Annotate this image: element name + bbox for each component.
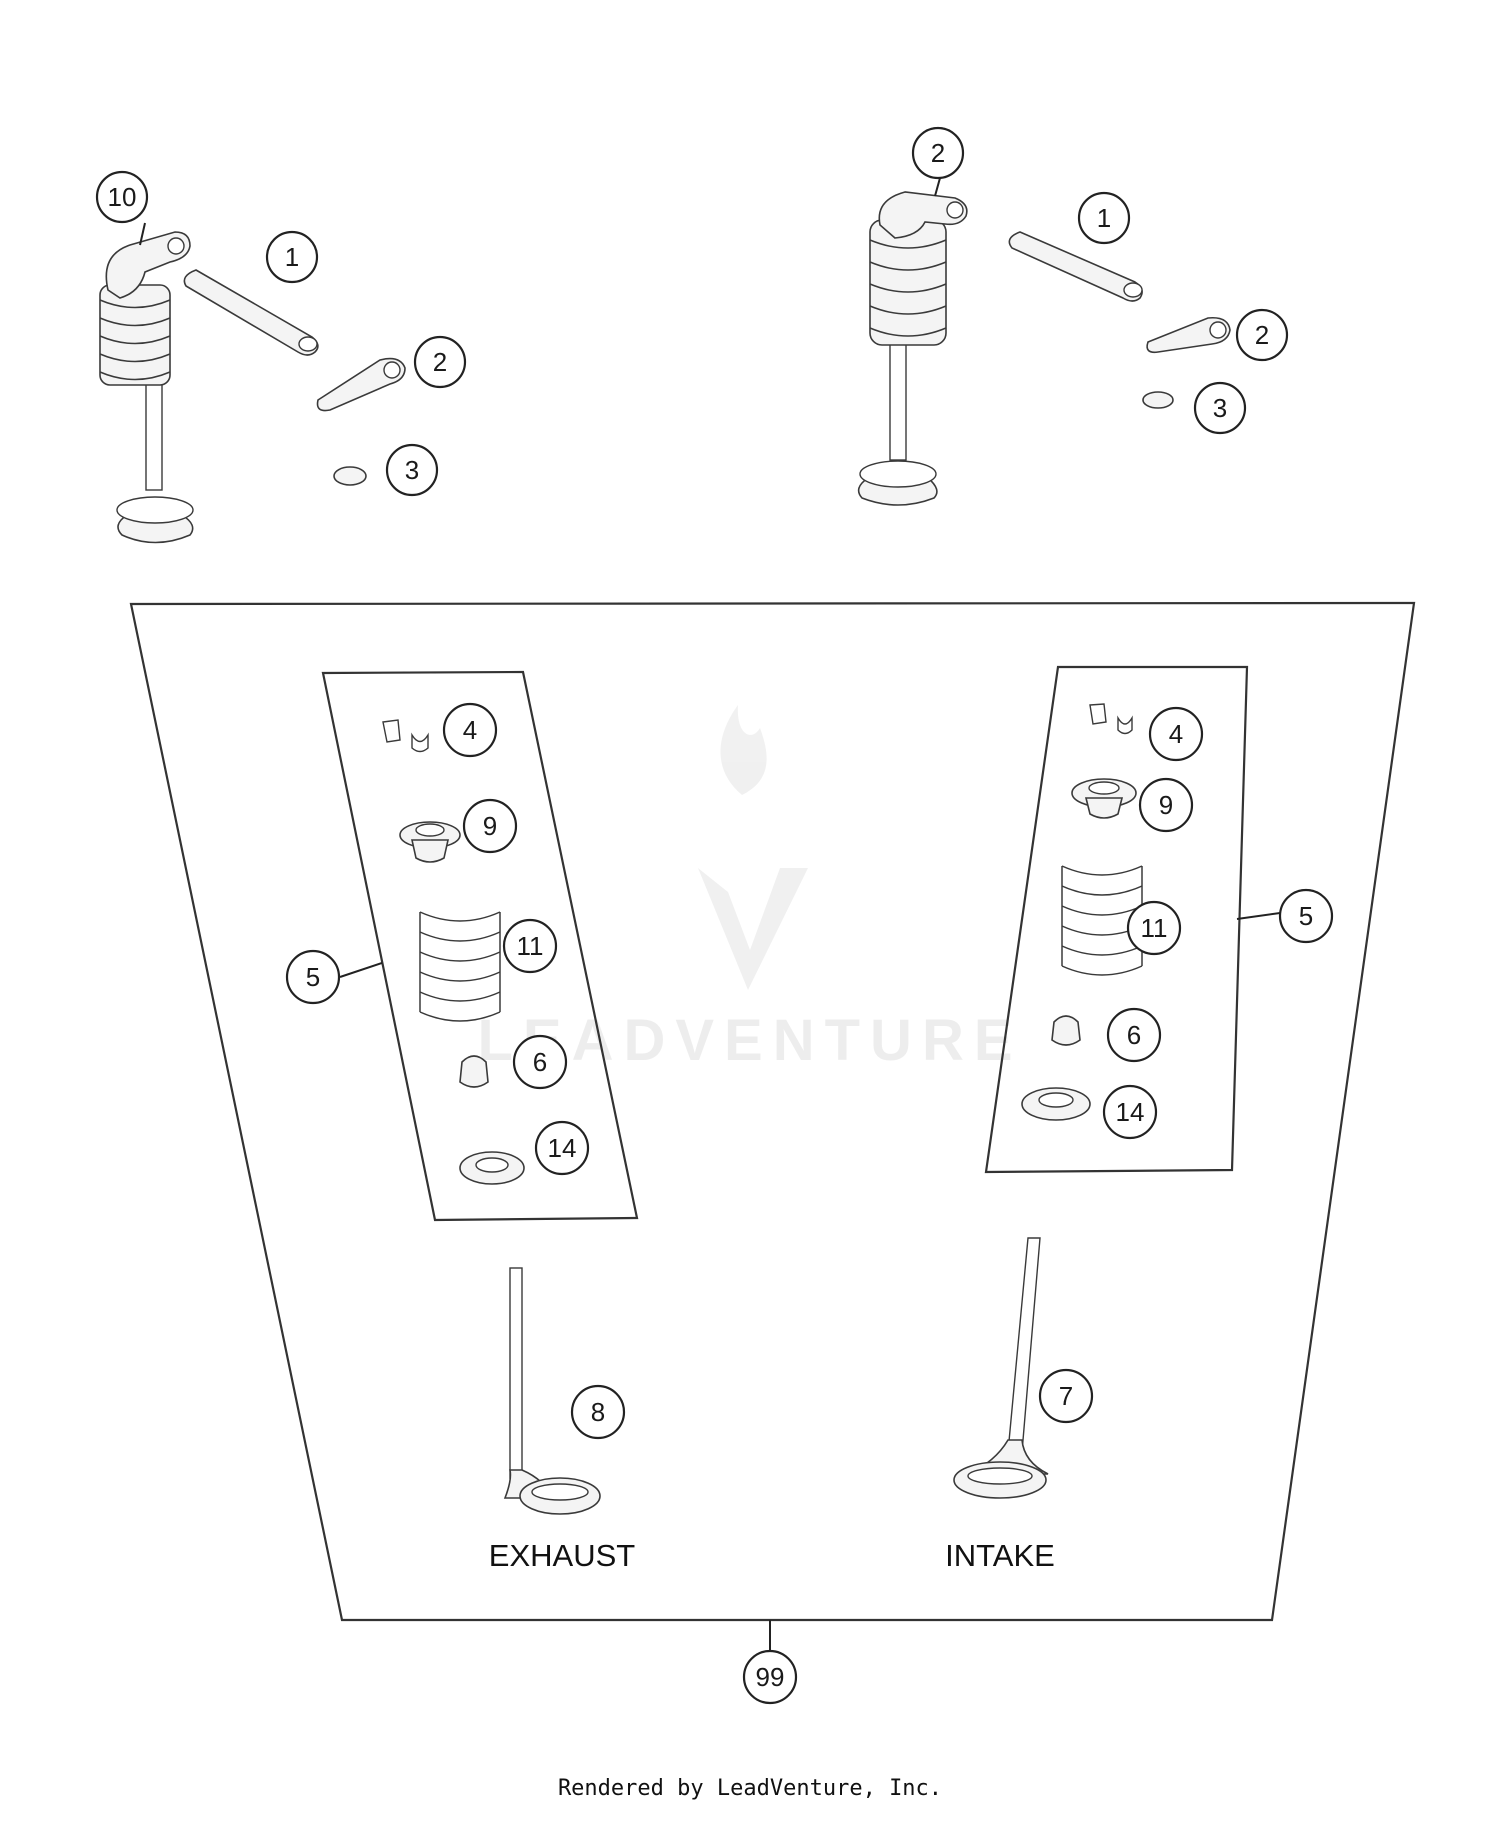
watermark: LEADVENTURE — [477, 705, 1013, 1073]
svg-text:6: 6 — [533, 1047, 547, 1077]
watermark-v-icon — [698, 868, 808, 990]
callout-exhaust-retainer: 9 — [462, 798, 518, 854]
intake-label: INTAKE — [945, 1538, 1055, 1573]
right-rocker-group — [857, 191, 1231, 506]
svg-text:7: 7 — [1059, 1381, 1073, 1411]
callout-left-rocker-arm: 2 — [413, 335, 467, 389]
svg-text:14: 14 — [548, 1133, 577, 1163]
svg-text:10: 10 — [108, 182, 137, 212]
callout-intake-kit: 5 — [1278, 888, 1334, 944]
svg-text:1: 1 — [1097, 203, 1111, 233]
callout-intake-valve: 7 — [1038, 1368, 1094, 1424]
svg-text:4: 4 — [1169, 719, 1183, 749]
svg-text:5: 5 — [1299, 901, 1313, 931]
svg-text:6: 6 — [1127, 1020, 1141, 1050]
callout-left-rocker-shaft: 1 — [265, 230, 319, 284]
callout-right-rocker-shaft: 1 — [1077, 191, 1131, 245]
exhaust-kit-frame — [321, 670, 639, 1222]
intake-parts — [1021, 703, 1143, 1121]
callout-intake-seal: 6 — [1106, 1007, 1162, 1063]
svg-text:2: 2 — [931, 138, 945, 168]
callout-intake-retainer: 9 — [1138, 777, 1194, 833]
svg-text:3: 3 — [405, 455, 419, 485]
svg-text:99: 99 — [756, 1662, 785, 1692]
exhaust-label: EXHAUST — [489, 1538, 635, 1573]
svg-text:11: 11 — [517, 931, 544, 961]
svg-text:1: 1 — [285, 242, 299, 272]
callout-right-rocker-assembly: 2 — [911, 126, 965, 180]
callout-right-rocker-arm: 2 — [1235, 308, 1289, 362]
svg-text:4: 4 — [463, 715, 477, 745]
svg-text:8: 8 — [591, 1397, 605, 1427]
callout-complete-set: 99 — [742, 1649, 798, 1705]
svg-text:3: 3 — [1213, 393, 1227, 423]
intake-kit-frame — [984, 665, 1249, 1174]
complete-set-frame — [129, 601, 1416, 1622]
callout-exhaust-kit: 5 — [285, 949, 341, 1005]
callout-left-rocker-assembly: 10 — [95, 170, 149, 224]
intake-valve — [953, 1237, 1049, 1499]
callout-intake-spring: 11 — [1126, 900, 1182, 956]
left-rocker-group — [99, 231, 406, 544]
callout-exhaust-valve: 8 — [570, 1384, 626, 1440]
exhaust-valve — [503, 1267, 601, 1515]
callout-exhaust-keepers: 4 — [442, 702, 498, 758]
callout-left-shim: 3 — [385, 443, 439, 497]
callout-exhaust-seat: 14 — [534, 1120, 590, 1176]
svg-text:2: 2 — [1255, 320, 1269, 350]
callout-intake-keepers: 4 — [1148, 706, 1204, 762]
svg-text:2: 2 — [433, 347, 447, 377]
callout-right-shim: 3 — [1193, 381, 1247, 435]
callout-exhaust-spring: 11 — [502, 918, 558, 974]
svg-text:11: 11 — [1141, 913, 1168, 943]
svg-text:9: 9 — [483, 811, 497, 841]
callout-intake-seat: 14 — [1102, 1084, 1158, 1140]
watermark-flame-icon — [720, 705, 767, 795]
svg-text:14: 14 — [1116, 1097, 1145, 1127]
callout-exhaust-seal: 6 — [512, 1034, 568, 1090]
footer-credit: Rendered by LeadVenture, Inc. — [557, 1776, 943, 1801]
svg-text:9: 9 — [1159, 790, 1173, 820]
exhaust-parts — [382, 719, 525, 1185]
svg-text:5: 5 — [306, 962, 320, 992]
